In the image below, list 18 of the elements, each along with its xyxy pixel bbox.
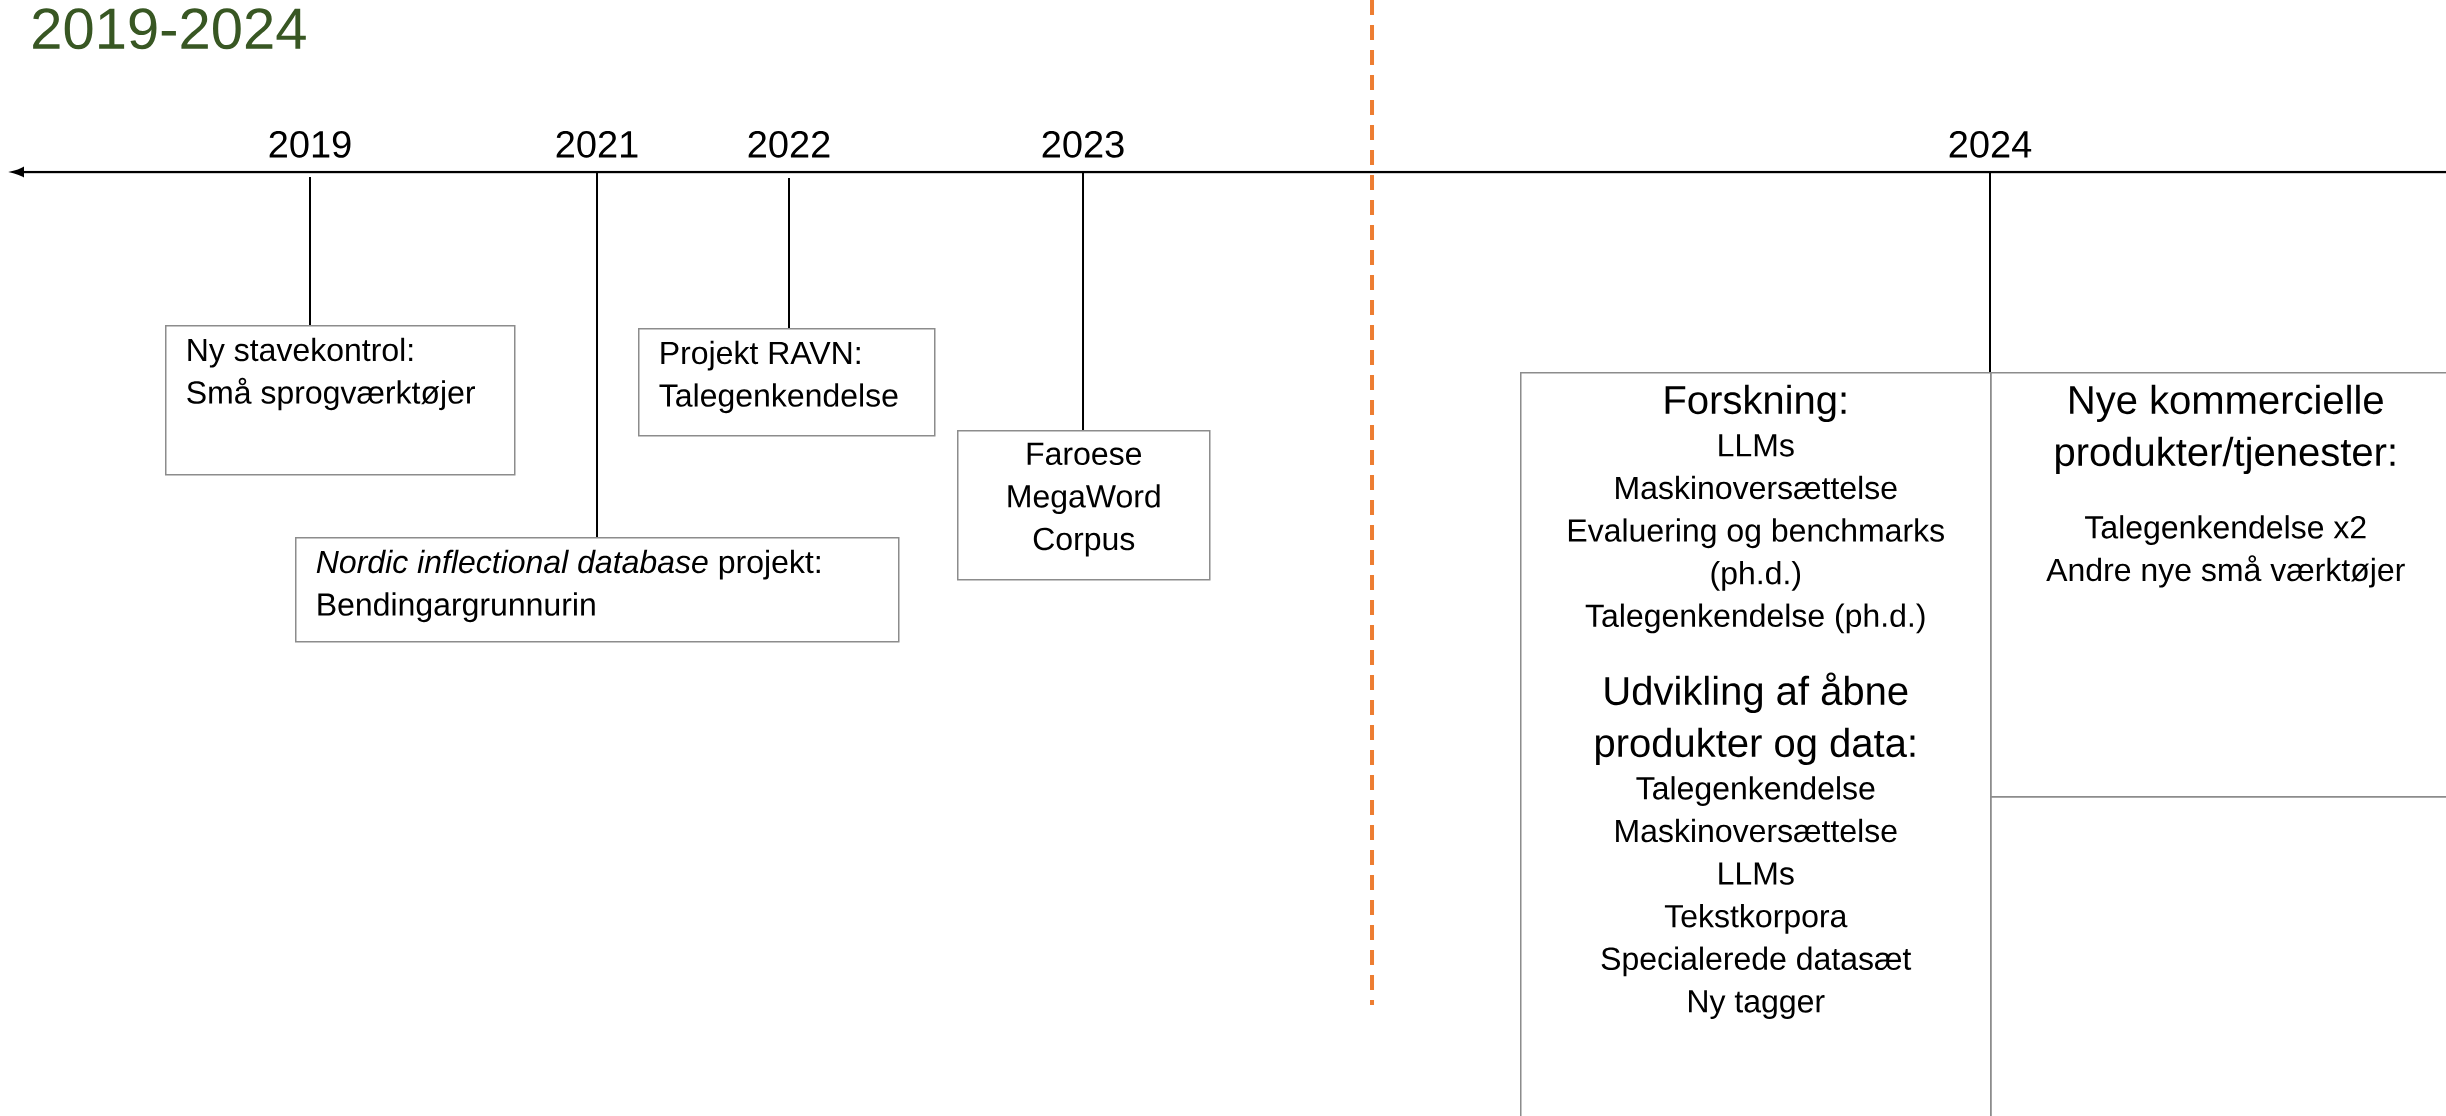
table-cell: Forskning: LLMs Maskinoversættelse Evaluering og benchmarks (ph.d.) Talegenkendelse (ph.d.) Udvikling af åbne produkter og data: Talegenkendelse Maskinoversættelse LLMs Tekstkorpora Specialerede datasæt Ny tagger (1520, 372, 1992, 1116)
table-cell: Nye kommercielle produkter/tjenester: Talegenkendelse x2 Andre nye små værktøjer (1990, 372, 2446, 798)
tick-line (788, 177, 790, 329)
event-box: Nordic inflectional database projekt: Bendingargrunnurin (295, 537, 900, 643)
table-cell (1990, 796, 2446, 1116)
title: 2019-2024 (33, 8, 306, 50)
year-label: 2021 (556, 130, 638, 158)
tick-line (309, 176, 311, 326)
event-box: Ny stavekontrol: Små sprogværktøjer (165, 325, 516, 476)
event-box: Projekt RAVN: Talegenkendelse (638, 328, 936, 437)
tick-line (596, 171, 598, 538)
event-box: Faroese MegaWord Corpus (957, 430, 1211, 581)
year-label: 2019 (269, 130, 351, 158)
year-label: 2023 (1042, 130, 1124, 158)
tick-line (1082, 171, 1084, 431)
year-label: 2024 (1949, 130, 2032, 158)
year-label: 2022 (748, 130, 830, 158)
tick-line (1989, 171, 1992, 373)
